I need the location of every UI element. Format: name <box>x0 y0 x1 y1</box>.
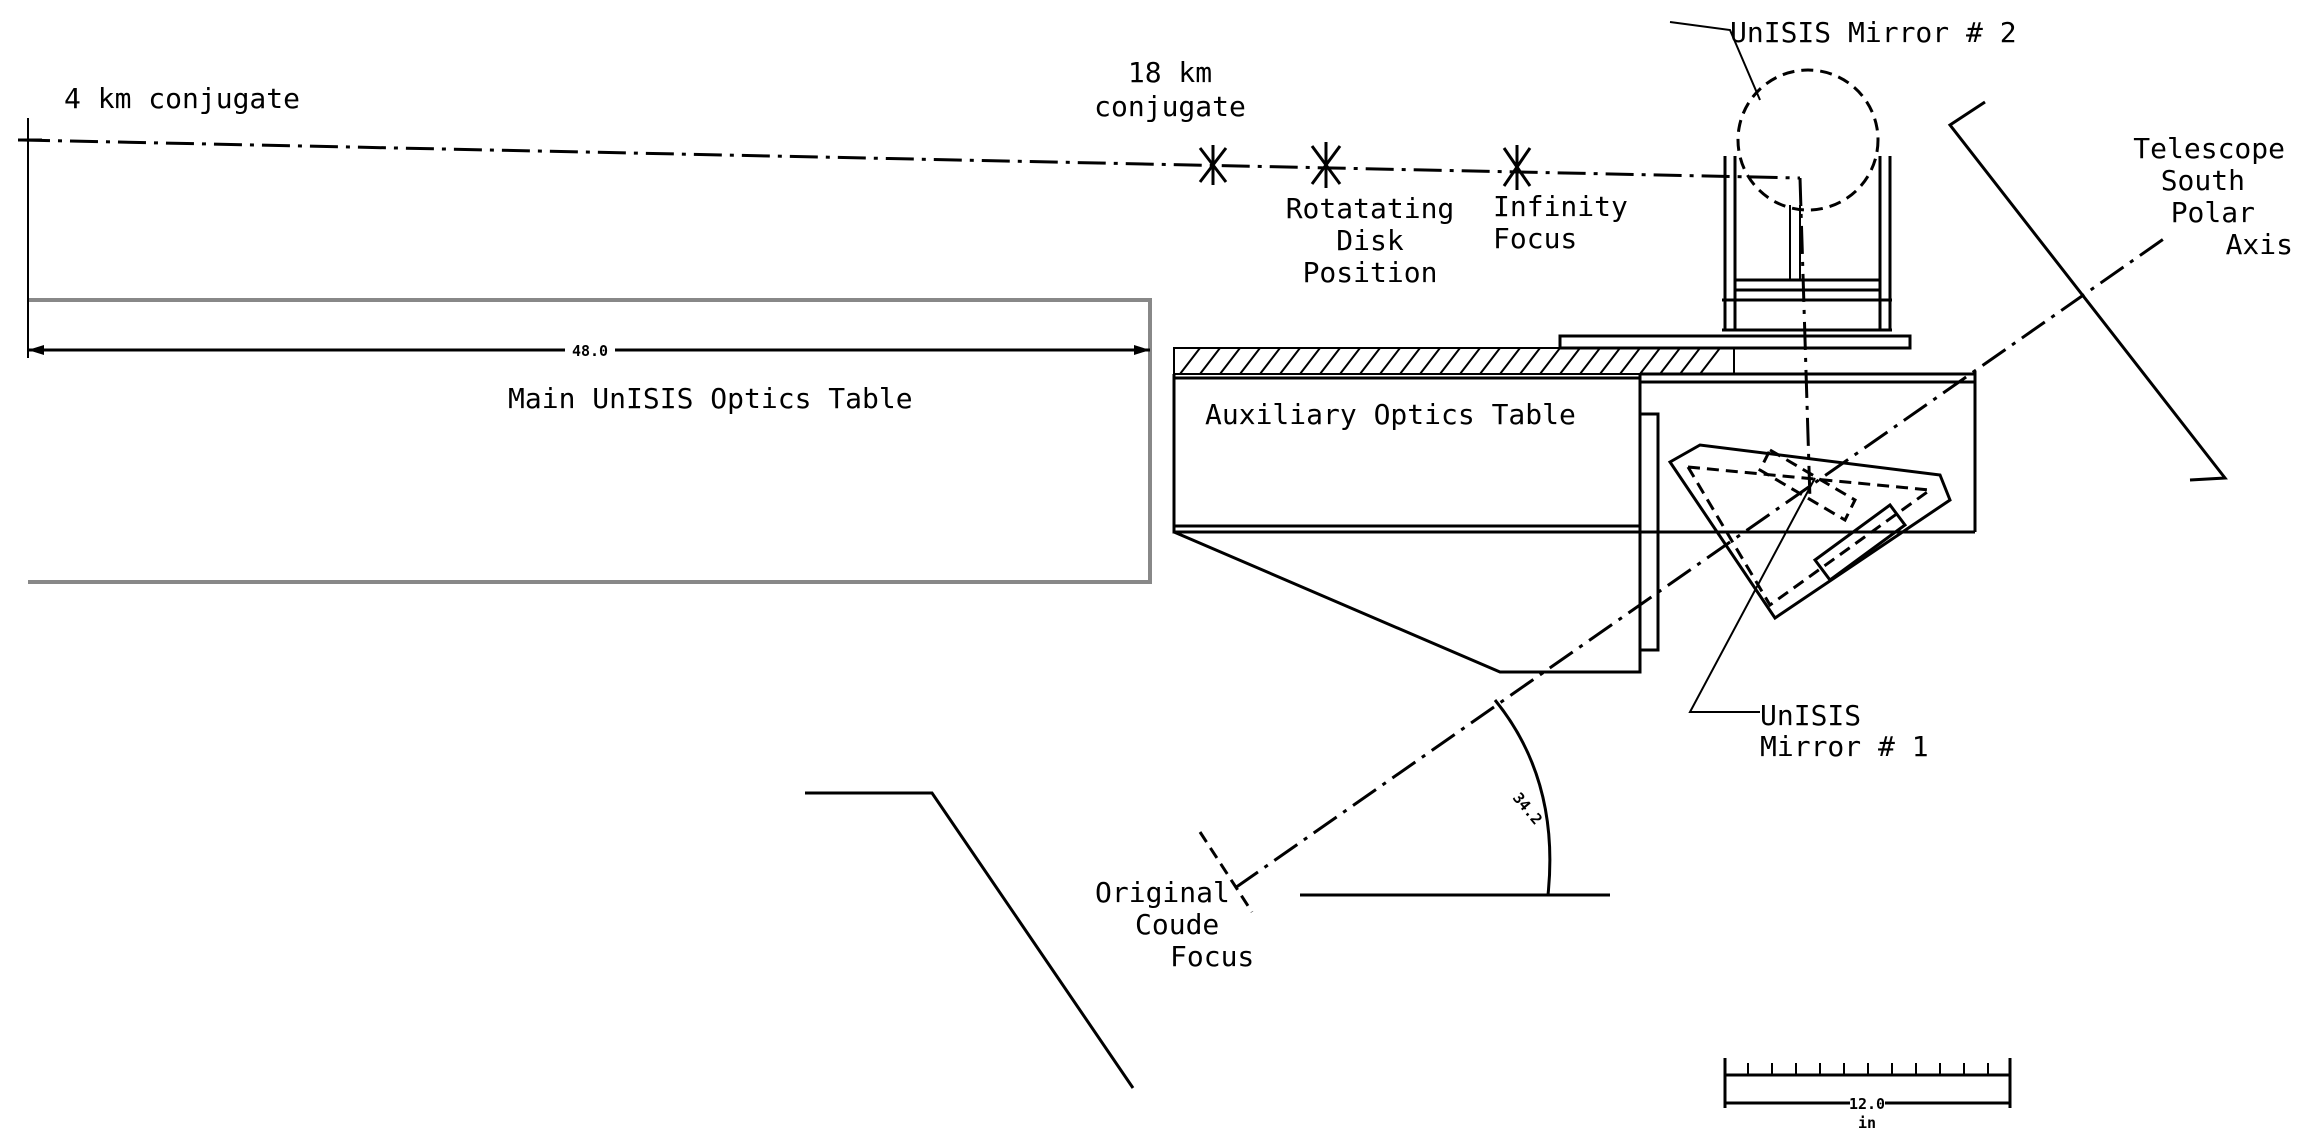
main-table-label: Main UnISIS Optics Table <box>508 382 913 415</box>
rotating-disk-label-line3: Position <box>1303 256 1438 289</box>
polar-axis-line <box>1234 236 2166 890</box>
mirror-1-label-line1: UnISIS <box>1760 699 1861 732</box>
conjugate-18km-label-line1: 18 km <box>1128 56 1212 89</box>
mirror-2-assembly <box>1558 68 1912 350</box>
angle-label: 34.2 <box>1509 789 1546 828</box>
conjugate-18km-label-line2: conjugate <box>1094 90 1246 123</box>
scale-unit: in <box>1858 1114 1876 1132</box>
conjugate-18km-marker <box>1198 145 1228 185</box>
mirror-2-label: UnISIS Mirror # 2 <box>1730 16 2017 49</box>
scale-bar: 12.0 in <box>1723 1058 2012 1132</box>
mirror-1-assembly <box>1667 443 1952 621</box>
main-optics-table <box>28 298 1152 584</box>
coude-label-line3: Focus <box>1170 940 1254 973</box>
mirror-2-leader <box>1669 21 1761 101</box>
ground-line <box>805 791 1135 1089</box>
telescope-label-line1: Telescope <box>2133 132 2285 165</box>
angle-dimension: 34.2 <box>1300 699 1610 897</box>
telescope-label-line4: Axis <box>2226 228 2293 261</box>
infinity-focus-label-line1: Infinity <box>1493 190 1628 223</box>
table-length-dimension: 48.0 <box>27 118 1150 360</box>
coude-focus-marker <box>1198 831 1254 913</box>
telescope-bracket <box>1947 100 2228 482</box>
aux-table-label: Auxiliary Optics Table <box>1205 398 1576 431</box>
rotating-disk-label-line1: Rotatating <box>1286 192 1455 225</box>
rotating-disk-label-line2: Disk <box>1336 224 1404 257</box>
mirror-1-label-line2: Mirror # 1 <box>1760 730 1929 763</box>
telescope-label-line2: South <box>2161 164 2245 197</box>
beam-path <box>18 138 1812 501</box>
coude-label-line2: Coude <box>1135 908 1219 941</box>
scale-value: 12.0 <box>1849 1095 1885 1113</box>
infinity-focus-marker <box>1502 145 1532 190</box>
auxiliary-optics-table <box>1172 347 1977 674</box>
table-length-label: 48.0 <box>572 342 608 360</box>
mirror-1-leader <box>1688 477 1816 713</box>
coude-label-line1: Original <box>1095 876 1230 909</box>
telescope-label-line3: Polar <box>2171 196 2255 229</box>
infinity-focus-label-line2: Focus <box>1493 222 1577 255</box>
conjugate-4km-label: 4 km conjugate <box>64 82 300 115</box>
rotating-disk-marker <box>1310 142 1342 188</box>
